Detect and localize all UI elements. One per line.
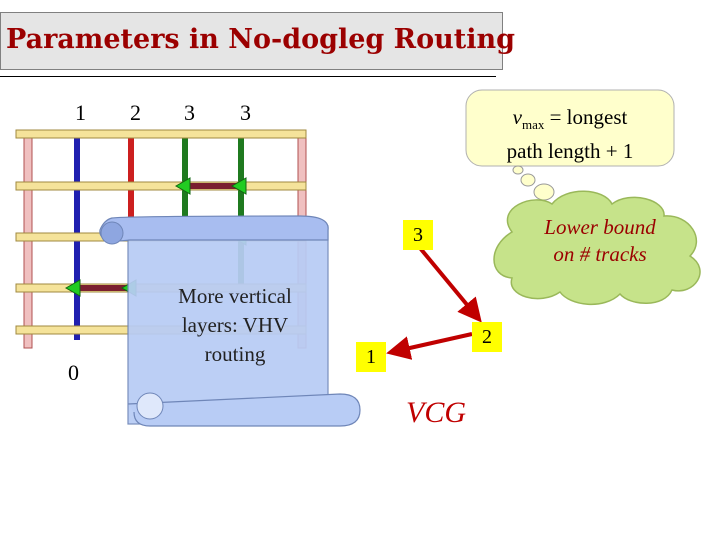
bubble-dot — [512, 165, 524, 175]
vcg-edge-3-to-2 — [418, 246, 482, 323]
vmax-text: vmax = longest path length + 1 — [480, 104, 660, 165]
vmax-variable: v — [512, 105, 522, 129]
lower-bound-line2: on # tracks — [553, 242, 647, 266]
horizontal-wire — [76, 285, 134, 291]
scroll-body — [127, 225, 329, 425]
pin-marker — [174, 177, 191, 195]
scroll-callout — [99, 215, 361, 427]
vcg-node-3: 3 — [403, 220, 433, 250]
bubble-dot — [520, 173, 536, 187]
thought-bubble — [465, 89, 675, 201]
scroll-bottom-knob — [136, 392, 164, 420]
grid-post — [128, 130, 134, 230]
scroll-top-curl — [99, 215, 329, 242]
cloud-shape — [493, 190, 701, 306]
bubble-dot — [533, 183, 555, 201]
vcg-node-1: 1 — [356, 342, 386, 372]
grid-post — [238, 130, 244, 290]
slide-title: Parameters in No-dogleg Routing — [6, 24, 515, 55]
column-number-2: 2 — [130, 100, 141, 125]
scroll-bottom-roll — [127, 393, 361, 427]
scroll-text: More vertical layers: VHV routing — [150, 282, 320, 369]
bottom-label: 0 — [68, 360, 79, 385]
scroll-line2: layers: VHV — [181, 313, 289, 337]
vcg-label: VCG — [406, 396, 466, 429]
column-number-3: 3 — [184, 100, 195, 125]
pin-marker — [230, 177, 247, 195]
track-bar — [15, 129, 307, 139]
column-number-1: 1 — [75, 100, 86, 125]
bubble-box — [465, 89, 675, 167]
scroll-line1: More vertical — [178, 284, 292, 308]
vcg-node-2: 2 — [472, 322, 502, 352]
title-box — [0, 12, 503, 70]
vcg-edge-2-to-1 — [386, 332, 473, 360]
scroll-line3: routing — [204, 342, 266, 366]
cloud-callout — [493, 190, 701, 306]
pin-marker — [64, 279, 81, 297]
vmax-subscript: max — [521, 117, 545, 133]
column-number-4: 3 — [240, 100, 251, 125]
lower-bound-text: Lower bound on # tracks — [520, 214, 680, 268]
title-underline — [0, 76, 496, 77]
vmax-line2: path length + 1 — [506, 139, 634, 164]
vcg-edges — [386, 246, 482, 360]
lower-bound-line1: Lower bound — [544, 215, 656, 239]
track-bar — [15, 181, 307, 191]
scroll-curl-knob — [100, 221, 124, 245]
vmax-equals: = longest — [544, 105, 628, 129]
horizontal-wire — [184, 183, 242, 189]
